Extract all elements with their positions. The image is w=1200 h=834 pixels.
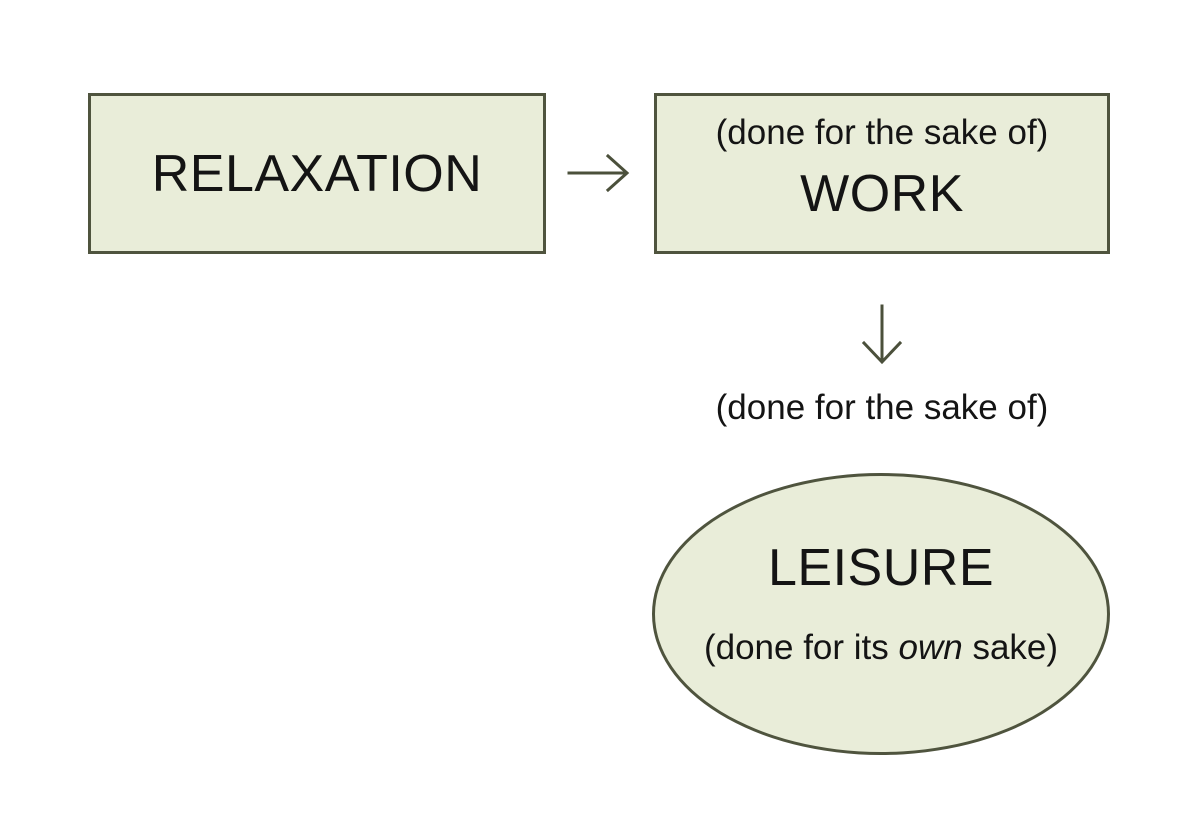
work-box: (done for the sake of) WORK (654, 93, 1110, 254)
arrow-right-icon (567, 153, 630, 193)
leisure-ellipse: LEISURE (done for its own sake) (652, 473, 1110, 755)
leisure-caption: (done for its own sake) (704, 626, 1058, 670)
leisure-caption-prefix: (done for its (703, 628, 899, 667)
work-label: WORK (800, 165, 964, 223)
leisure-caption-suffix: sake) (962, 628, 1059, 667)
work-caption: (done for the sake of) (715, 113, 1049, 152)
relaxation-box: RELAXATION (88, 93, 546, 254)
sake-caption: (done for the sake of) (715, 388, 1049, 427)
relaxation-label: RELAXATION (151, 144, 483, 203)
arrow-down-stroke (861, 304, 903, 365)
arrow-right-stroke (567, 153, 630, 193)
leisure-caption-own-word: own (898, 628, 963, 667)
leisure-label: LEISURE (767, 539, 995, 597)
arrow-down-icon (861, 304, 903, 365)
